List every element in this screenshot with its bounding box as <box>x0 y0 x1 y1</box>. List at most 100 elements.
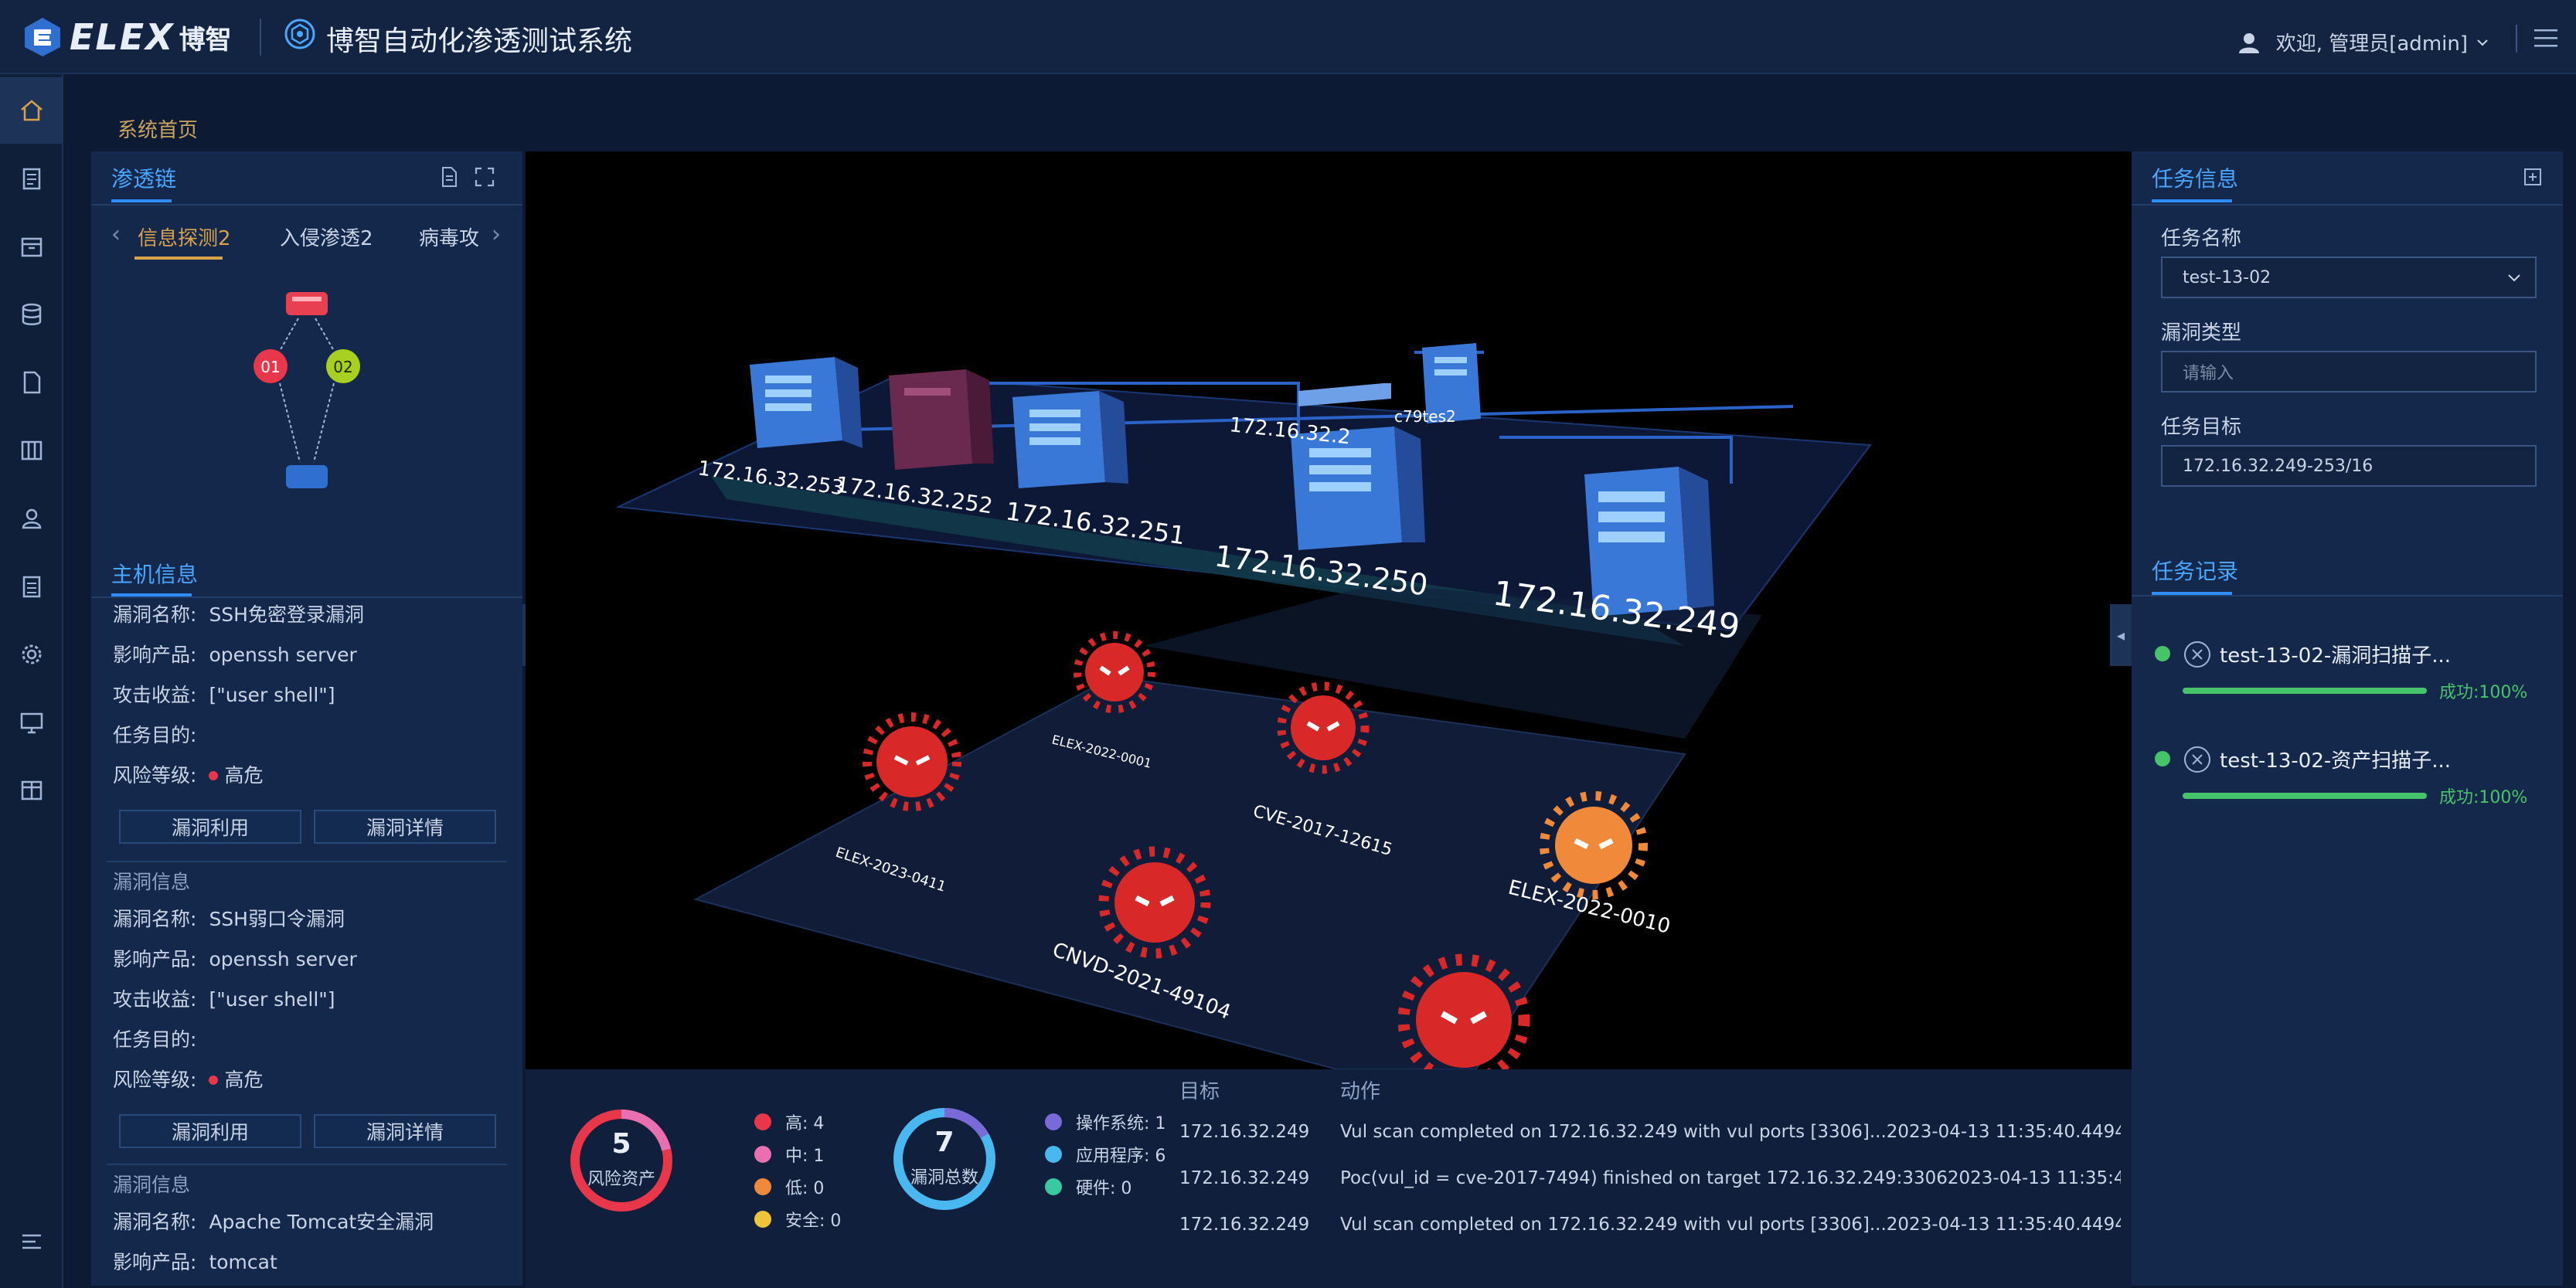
record-progress-bar <box>2183 793 2427 799</box>
subtab-intrusion[interactable]: 入侵渗透2 <box>280 227 373 250</box>
log-target: 172.16.32.249 <box>1179 1215 1310 1235</box>
log-target: 172.16.32.249 <box>1179 1122 1310 1142</box>
chain-subtabs: ‹ 信息探测2 入侵渗透2 病毒攻 › <box>91 213 522 261</box>
record-name[interactable]: test-13-02-资产扫描子... <box>2220 749 2452 773</box>
virus-icon-medium[interactable] <box>1540 791 1648 899</box>
graph-node-01[interactable] <box>254 349 288 383</box>
gear-icon <box>22 644 42 664</box>
vuln-detail-button[interactable]: 漏洞详情 <box>314 1114 496 1148</box>
nav-home[interactable] <box>0 77 63 144</box>
stats-panel: 5 风险资产 高: 4 中: 1 低: 0 安全: 0 7 漏洞总数 操作系统:… <box>526 1069 2132 1288</box>
attacker-node-icon[interactable] <box>286 292 328 315</box>
risk-assets-ring <box>570 1110 672 1212</box>
virus-icon[interactable] <box>1074 631 1155 713</box>
task-target-label: 任务目标 <box>2161 416 2242 439</box>
tab-underline <box>2152 592 2232 595</box>
server-icon-compromised[interactable] <box>889 369 994 470</box>
subtab-underline <box>134 257 223 260</box>
user-label: 欢迎, 管理员[admin] <box>2275 32 2468 56</box>
record-progress-fill <box>2183 688 2427 694</box>
vuln-type-input[interactable]: 请输入 <box>2161 351 2537 393</box>
exploit-button[interactable]: 漏洞利用 <box>119 810 301 844</box>
header-divider <box>260 19 261 56</box>
virus-icon[interactable] <box>1098 846 1211 959</box>
nav-documents[interactable] <box>0 349 63 416</box>
virus-icon[interactable] <box>1397 953 1530 1069</box>
menu-icon[interactable] <box>2533 26 2559 49</box>
task-target-input[interactable]: 172.16.32.249-253/16 <box>2161 445 2537 487</box>
vuln-type-label: 漏洞类型 <box>2161 321 2242 345</box>
right-collapse-toggle[interactable]: ◂ <box>2110 604 2132 666</box>
divider <box>2132 595 2563 596</box>
subtab-info-detect[interactable]: 信息探测2 <box>138 227 231 250</box>
server-icon[interactable] <box>1012 391 1128 488</box>
nav-settings[interactable] <box>0 621 63 688</box>
server-icon[interactable] <box>1291 383 1425 550</box>
nav-tasks[interactable] <box>0 145 63 212</box>
record-status: 成功:100% <box>2439 788 2528 807</box>
exploit-button[interactable]: 漏洞利用 <box>119 1114 301 1148</box>
chevron-right-icon[interactable]: › <box>492 221 501 248</box>
nav-reports[interactable] <box>0 553 63 620</box>
task-name-label: 任务名称 <box>2161 227 2242 250</box>
logo-cn: 博智 <box>179 24 232 56</box>
archive-icon <box>21 237 43 257</box>
chevron-left-icon[interactable]: ‹ <box>111 221 121 248</box>
fullscreen-icon[interactable] <box>473 165 496 189</box>
vuln-total-ring <box>893 1107 995 1210</box>
nav-library[interactable] <box>0 417 63 484</box>
product-row: 影响产品:openssh server <box>113 948 357 970</box>
record-task-icon <box>2184 746 2210 773</box>
target-node-icon[interactable] <box>286 465 328 488</box>
server-icon[interactable] <box>1584 467 1714 617</box>
tab-penetration-chain[interactable]: 渗透链 <box>111 166 177 192</box>
tab-underline <box>111 199 172 202</box>
task-name-select[interactable]: test-13-02 <box>2161 257 2537 298</box>
vuln-detail-button[interactable]: 漏洞详情 <box>314 810 496 844</box>
tab-host-info[interactable]: 主机信息 <box>111 562 199 587</box>
user-icon <box>2238 32 2259 53</box>
vuln-total-count: 7 <box>934 1127 955 1158</box>
clipboard-icon <box>22 168 41 190</box>
nav-database[interactable] <box>0 281 63 348</box>
product-row: 影响产品:tomcat <box>113 1251 277 1273</box>
log-col-action: 动作 <box>1340 1080 1381 1103</box>
tab-task-info[interactable]: 任务信息 <box>2152 166 2239 192</box>
host-label: c79tes2 <box>1394 407 1456 426</box>
document-icon[interactable] <box>437 165 461 189</box>
node-label-02: 02 <box>333 358 352 376</box>
purpose-row: 任务目的: <box>113 1028 197 1051</box>
risk-assets-label: 风险资产 <box>587 1170 655 1189</box>
nav-monitor[interactable] <box>0 689 63 756</box>
right-panel: 任务信息 任务名称 test-13-02 漏洞类型 请输入 任务目标 172.1… <box>2132 151 2563 1286</box>
database-icon <box>22 303 42 325</box>
side-rail <box>0 74 63 1288</box>
risk-dot <box>209 771 219 780</box>
log-action: Vul scan completed on 172.16.32.249 with… <box>1340 1122 2121 1142</box>
nav-archive[interactable] <box>0 213 63 280</box>
nav-users[interactable] <box>0 485 63 552</box>
log-action: Poc(vul_id = cve-2017-7494) finished on … <box>1340 1168 2121 1188</box>
tab-task-records[interactable]: 任务记录 <box>2152 559 2239 584</box>
graph-node-02[interactable] <box>326 349 360 383</box>
divider <box>107 861 507 862</box>
server-icon[interactable] <box>1422 343 1481 423</box>
chevron-down-icon <box>2508 274 2520 282</box>
record-progress-fill <box>2183 793 2427 799</box>
app-logo[interactable]: ELEX 博智 <box>22 14 232 60</box>
nav-book[interactable] <box>0 757 63 824</box>
nav-collapse[interactable] <box>0 1208 63 1275</box>
add-task-icon[interactable] <box>2521 165 2544 189</box>
server-icon[interactable] <box>750 357 863 448</box>
vuln-name-row: 漏洞名称:SSH免密登录漏洞 <box>113 603 364 626</box>
legend-hw: 硬件: 0 <box>1045 1174 1131 1199</box>
user-menu[interactable]: 欢迎, 管理员[admin] <box>2237 28 2489 56</box>
virus-icon[interactable] <box>863 712 961 811</box>
virus-icon[interactable] <box>1277 681 1370 774</box>
record-name[interactable]: test-13-02-漏洞扫描子... <box>2220 644 2452 668</box>
subtab-virus[interactable]: 病毒攻 <box>419 227 480 250</box>
logo-icon <box>25 18 60 56</box>
file-icon <box>23 371 41 394</box>
breadcrumb[interactable]: 系统首页 <box>117 119 199 142</box>
host-tab-underline <box>111 593 192 596</box>
